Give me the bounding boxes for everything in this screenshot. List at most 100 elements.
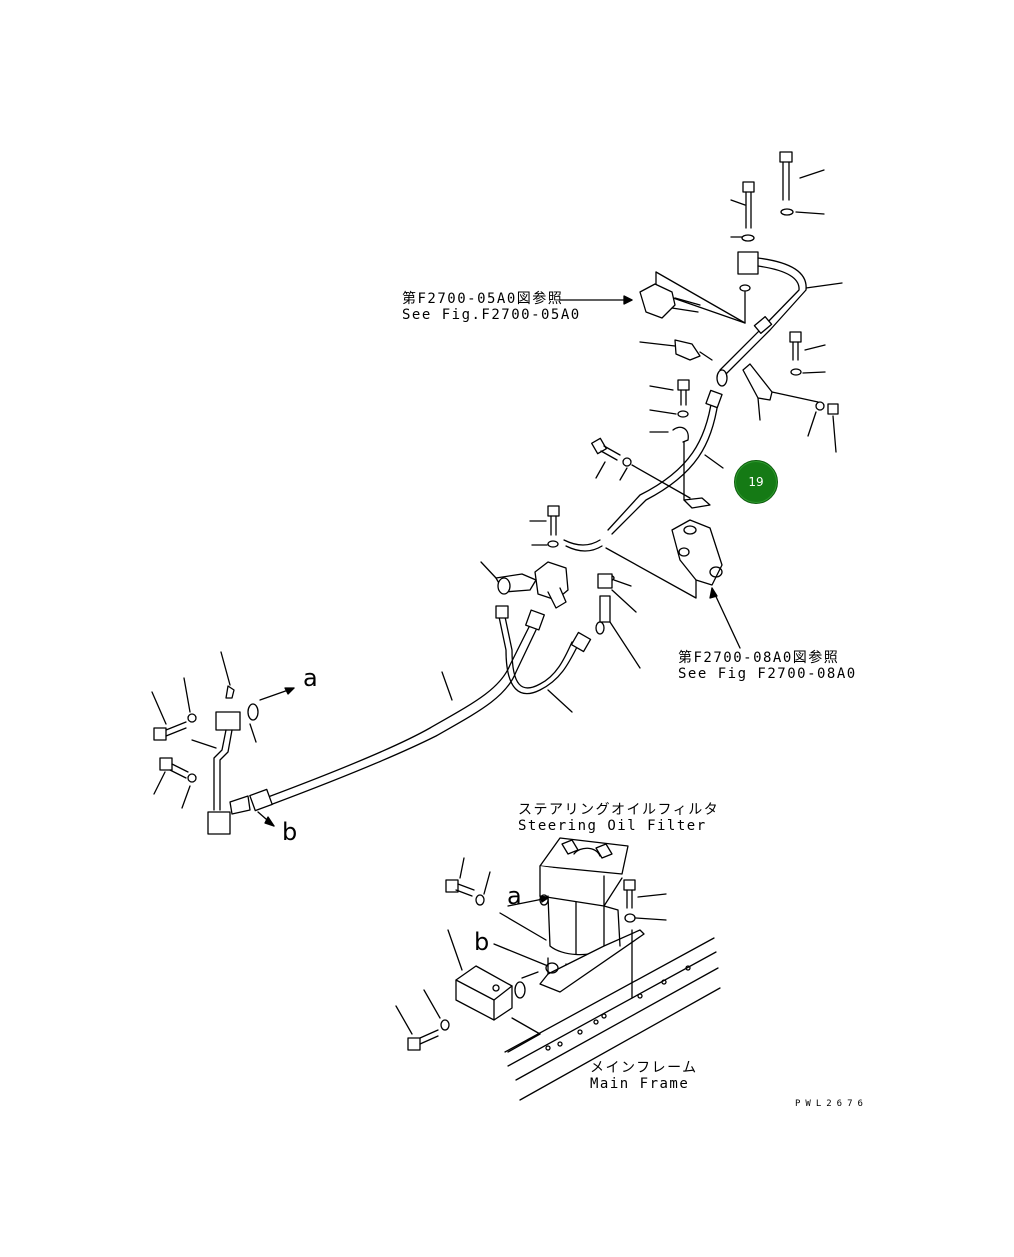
top-bolt-left <box>742 181 755 229</box>
leader-line <box>595 461 606 479</box>
leader-line <box>631 464 691 499</box>
steering-oil-filter <box>539 837 645 993</box>
leader-line <box>395 1005 413 1035</box>
leader-line <box>480 561 497 579</box>
o-ring <box>247 703 259 721</box>
leader-line <box>795 211 825 215</box>
top-bolt-right <box>779 151 793 201</box>
washer <box>187 713 197 723</box>
leader-line <box>521 971 539 979</box>
leader-line <box>423 989 441 1019</box>
bracket <box>742 363 773 401</box>
callout-19-button[interactable]: 19 <box>734 460 778 504</box>
arrow-head <box>264 816 275 827</box>
leader-line <box>807 411 817 437</box>
ref-mid-en: See Fig F2700-08A0 <box>678 666 857 682</box>
long-hose <box>249 609 545 812</box>
arrow-head <box>539 895 549 903</box>
reference-bracket <box>605 547 697 599</box>
filter-title-en: Steering Oil Filter <box>518 818 707 834</box>
o-ring <box>514 981 526 999</box>
leader-line <box>655 271 746 324</box>
arrow-label-a-upper: a <box>303 664 318 692</box>
washer <box>815 401 825 411</box>
washer <box>790 368 802 376</box>
ref-top-en: See Fig.F2700-05A0 <box>402 307 581 323</box>
leader-line <box>805 282 843 289</box>
leader-line <box>493 943 549 967</box>
leader-line <box>639 341 676 347</box>
leader-line <box>649 385 674 391</box>
leader-line <box>459 857 465 879</box>
bracket-plate <box>683 497 711 509</box>
leader-line <box>637 893 667 898</box>
valve-mid-ref <box>671 519 723 586</box>
clamp <box>672 426 689 443</box>
main-frame-jp: メインフレーム <box>590 1060 698 1076</box>
washer <box>622 457 632 467</box>
ref-mid-jp: 第F2700-08A0図参照 <box>678 650 840 666</box>
leader-line <box>635 917 667 921</box>
leader-line <box>757 397 761 421</box>
bolt-mid <box>677 379 690 406</box>
leader-line <box>483 871 491 895</box>
leader-line <box>499 912 547 941</box>
washer <box>624 913 636 923</box>
drawing-code: PWL2676 <box>795 1099 868 1109</box>
leader-line <box>611 589 637 613</box>
main-frame-en: Main Frame <box>590 1076 690 1092</box>
arrow-label-b-upper: b <box>282 818 298 846</box>
washer <box>741 234 755 242</box>
bolt-filter-right <box>623 879 636 909</box>
nipple <box>595 573 613 635</box>
main-frame <box>504 937 721 1101</box>
loop-hose <box>495 605 592 695</box>
washer <box>475 894 485 906</box>
washer <box>440 1019 450 1031</box>
leader-line <box>771 391 819 403</box>
fitting <box>545 962 559 974</box>
valve-top-ref <box>639 283 701 319</box>
bolt-filter-left <box>445 879 475 897</box>
leader-line <box>804 344 826 351</box>
bolt-block <box>407 1029 439 1051</box>
leader-line <box>802 371 826 374</box>
leader-line <box>151 691 167 725</box>
arrow-label-b-lower: b <box>474 928 490 956</box>
bolt-right-mid <box>789 331 802 361</box>
leader-line <box>220 651 231 686</box>
arrow-head <box>709 587 718 599</box>
tee-block <box>495 539 603 609</box>
bolt-left-lower <box>159 757 189 779</box>
leader-line <box>183 677 191 713</box>
leader-line <box>609 621 641 669</box>
elbow-fitting <box>674 339 713 361</box>
filter-title-jp: ステアリングオイルフィルタ <box>518 802 720 818</box>
manifold-block <box>455 965 513 1021</box>
washer <box>547 540 559 548</box>
leader-line <box>799 169 825 179</box>
leader-line <box>191 739 217 749</box>
leader-line <box>181 785 191 809</box>
hose <box>607 389 723 535</box>
leader-line <box>249 723 257 743</box>
arrow-head <box>623 295 633 305</box>
leader-line <box>447 929 463 971</box>
leader-line <box>441 671 453 701</box>
bolt-left-mid <box>547 505 560 536</box>
nut <box>827 403 839 415</box>
leader-line <box>153 771 166 795</box>
washer <box>187 773 197 783</box>
leader-line <box>704 454 724 469</box>
leader-line <box>619 467 628 481</box>
leader-line <box>649 409 677 415</box>
leader-line <box>832 415 837 453</box>
ref-top-jp: 第F2700-05A0図参照 <box>402 291 564 307</box>
arrow-head <box>284 687 295 695</box>
leader-line <box>547 689 573 713</box>
bolt-horizontal <box>591 437 621 461</box>
leader-line <box>613 579 632 587</box>
arrow-label-a-lower: a <box>507 882 522 910</box>
